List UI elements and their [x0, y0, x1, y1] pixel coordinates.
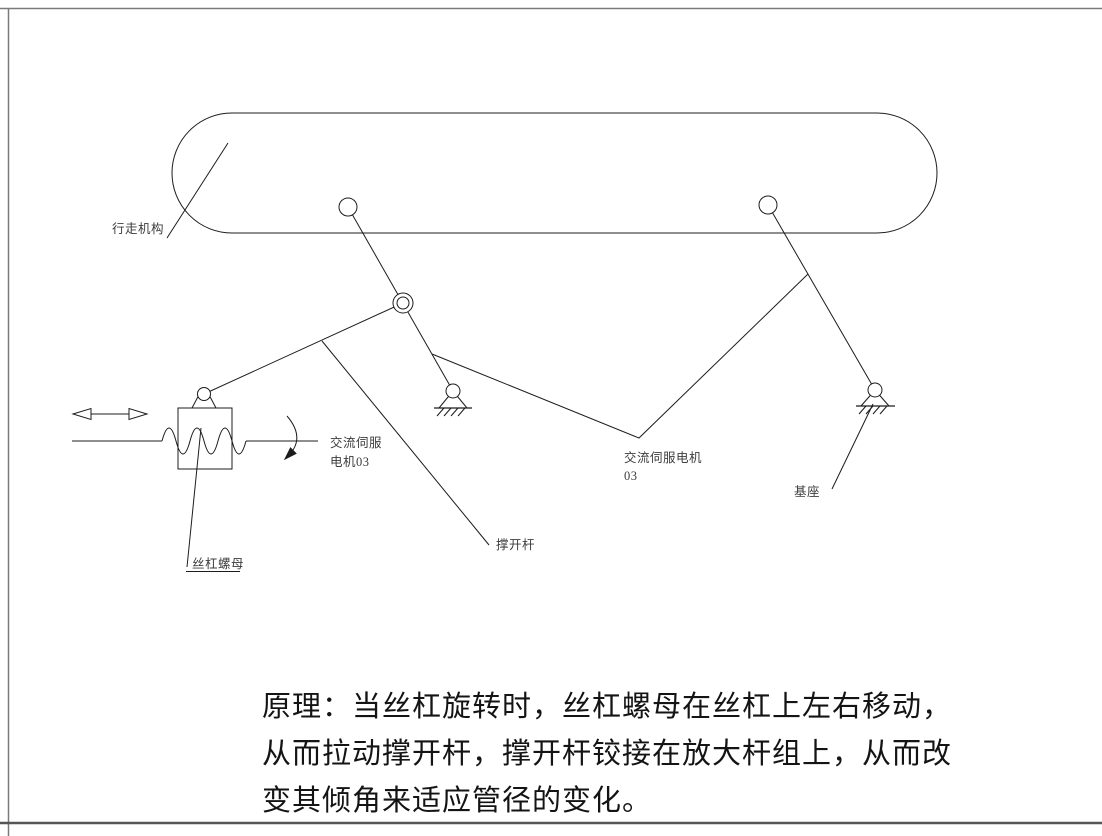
principle-line: 原理：当丝杠旋转时，丝杠螺母在丝杠上左右移动，	[262, 691, 953, 723]
amplifier-rod-group	[431, 273, 809, 439]
screw-nut-leader	[186, 427, 202, 568]
left-capsule-pin	[338, 197, 358, 217]
nut-pin	[197, 387, 211, 401]
principle-line: 变其倾角来适应管径的变化。	[262, 785, 653, 817]
double-hinge-inner	[396, 296, 410, 310]
rotation-arrow-icon	[283, 415, 298, 461]
principle-line: 从而拉动撑开杆，撑开杆铰接在放大杆组上，从而改	[262, 738, 953, 770]
walking-mechanism-leader	[166, 142, 229, 239]
pivot-pin	[445, 383, 461, 399]
linkage-rods	[203, 204, 876, 439]
leader-lines	[166, 142, 874, 572]
screw-nut-box	[177, 407, 233, 470]
base-leader	[831, 403, 874, 490]
servo-motor-middle-label-line2: 03	[624, 469, 638, 483]
servo-motor-left-label-line1: 交流伺服	[330, 435, 382, 450]
right-capsule-pin	[758, 195, 778, 215]
spreader-rod-label: 撑开杆	[496, 537, 535, 552]
walking-mechanism-body	[171, 112, 938, 234]
left-ground-pivot	[434, 383, 472, 417]
right-ground-pivot	[856, 382, 895, 415]
diagram-labels: 行走机构 交流伺服 电机03 交流伺服电机 03 基座 丝杠螺母 撑开杆	[112, 221, 820, 571]
servo-motor-left-label-line2: 电机03	[330, 455, 370, 469]
screw-thread-wave	[161, 427, 247, 455]
screw-nut-label: 丝杠螺母	[192, 556, 244, 571]
spreader-rod-leader	[321, 340, 490, 546]
pivot-pin	[867, 382, 883, 398]
lead-screw-assembly	[71, 387, 318, 470]
ground-hatching	[858, 405, 888, 415]
page-border	[0, 7, 1102, 836]
right-support-arm	[767, 204, 876, 391]
base-label: 基座	[794, 484, 820, 499]
pin-joints	[338, 195, 778, 314]
spreader-rod	[203, 302, 404, 395]
principle-paragraph: 原理：当丝杠旋转时，丝杠螺母在丝杠上左右移动， 从而拉动撑开杆，撑开杆铰接在放大…	[262, 684, 1022, 825]
linear-motion-arrow-icon	[71, 407, 149, 421]
servo-motor-middle-label-line1: 交流伺服电机	[624, 450, 702, 465]
walking-mechanism-label: 行走机构	[112, 221, 164, 236]
ground-hatching	[436, 407, 466, 417]
